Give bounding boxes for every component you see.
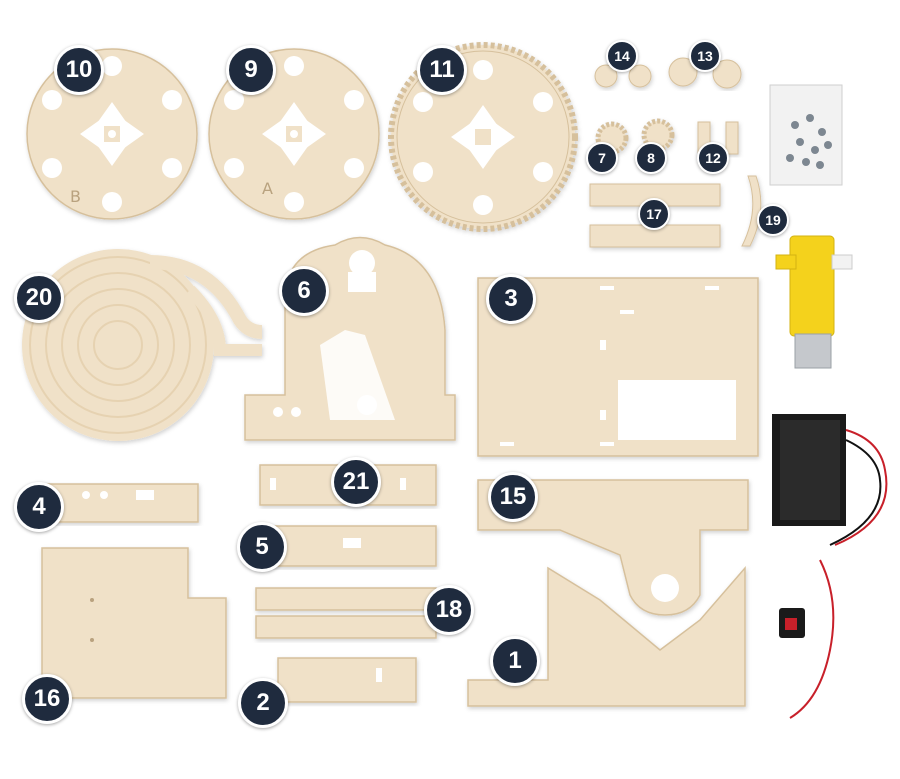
part-number-badge: 19: [757, 204, 789, 236]
rocker-switch: [779, 559, 835, 719]
battery-holder: [772, 414, 888, 546]
part-number-badge: 17: [638, 198, 670, 230]
part-number-badge: 14: [606, 40, 638, 72]
wheel-b-letter: B: [70, 187, 81, 206]
part-number-badge: 10: [54, 45, 104, 95]
part-number-badge: 16: [22, 674, 72, 724]
small-bracket: [39, 483, 199, 523]
wheel-a-letter: A: [262, 179, 273, 198]
part-number-badge: 9: [226, 45, 276, 95]
spiral-track: [22, 249, 263, 441]
part-number-badge: 8: [635, 142, 667, 174]
part-number-badge: 12: [697, 142, 729, 174]
part-number-badge: 2: [238, 678, 288, 728]
part-number-badge: 4: [14, 482, 64, 532]
screw-bag: [769, 84, 843, 186]
part-number-badge: 1: [490, 636, 540, 686]
base-cradle: [467, 565, 746, 707]
part-number-badge: 13: [689, 40, 721, 72]
part-number-badge: 21: [331, 457, 381, 507]
part-number-badge: 3: [486, 274, 536, 324]
thin-strips: [589, 175, 762, 248]
double-strip: [255, 587, 437, 639]
gear-motor: [775, 235, 853, 369]
part-number-badge: 5: [237, 522, 287, 572]
side-panel: [41, 547, 227, 699]
wheel-b: B: [26, 48, 198, 220]
part-number-badge: 11: [417, 45, 467, 95]
part-number-badge: 6: [279, 266, 329, 316]
small-strip-2: [277, 657, 417, 703]
part-number-badge: 7: [586, 142, 618, 174]
small-discs: [594, 57, 742, 89]
arm-bracket: [477, 479, 749, 616]
strip-5: [261, 525, 437, 567]
part-number-badge: 15: [488, 472, 538, 522]
side-frame: [244, 236, 456, 441]
part-number-badge: 18: [424, 585, 474, 635]
part-number-badge: 20: [14, 273, 64, 323]
